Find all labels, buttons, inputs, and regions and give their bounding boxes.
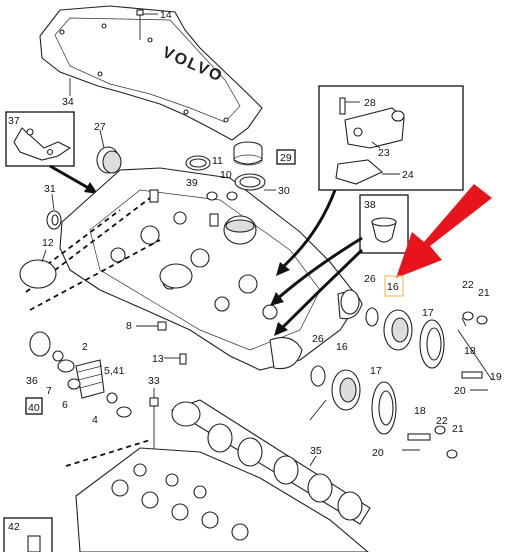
- ref-box-40: [25, 397, 43, 415]
- label-7: 7: [46, 385, 52, 397]
- label-20-lower: 20: [372, 447, 384, 459]
- label-22-lower: 22: [436, 415, 448, 427]
- vvt-lower-group: [309, 365, 458, 459]
- label-34: 34: [62, 96, 74, 108]
- label-31: 31: [44, 183, 56, 195]
- label-6: 6: [62, 399, 68, 411]
- pin-13: [164, 353, 187, 365]
- valve-cover: VOLVO: [39, 5, 263, 141]
- valve-train-parts: [29, 331, 132, 418]
- label-28: 28: [364, 97, 376, 109]
- label-13: 13: [152, 353, 164, 365]
- label-40: 40: [28, 402, 40, 414]
- seal-27: [96, 129, 122, 174]
- label-24: 24: [402, 169, 414, 181]
- label-10: 10: [220, 169, 232, 181]
- label-16-lower: 16: [336, 341, 348, 353]
- box-solenoid-assembly: [318, 85, 464, 191]
- bolt-8: [136, 321, 167, 331]
- label-17-lower: 17: [370, 365, 382, 377]
- label-17-upper: 17: [422, 307, 434, 319]
- cylinder-head: [59, 167, 363, 371]
- washer-31: [46, 193, 62, 230]
- label-19: 19: [490, 371, 502, 383]
- label-37: 37: [8, 115, 20, 127]
- label-5-41: 5,41: [104, 365, 125, 377]
- label-35: 35: [310, 445, 322, 457]
- label-20-upper: 20: [454, 385, 466, 397]
- label-12: 12: [42, 237, 54, 249]
- label-18-upper: 18: [464, 345, 476, 357]
- label-16-highlight: 16: [387, 281, 399, 293]
- label-22-upper: 22: [462, 279, 474, 291]
- label-38: 38: [364, 199, 376, 211]
- label-21-lower: 21: [452, 423, 464, 435]
- label-39: 39: [186, 177, 198, 189]
- bolt-14: [136, 9, 158, 40]
- label-30: 30: [278, 185, 290, 197]
- label-33: 33: [148, 375, 160, 387]
- label-14: 14: [160, 9, 172, 21]
- highlight-arrow: [396, 184, 492, 278]
- label-42: 42: [8, 521, 20, 533]
- label-36: 36: [26, 375, 38, 387]
- label-8: 8: [126, 320, 132, 332]
- bolt-33: [149, 388, 159, 450]
- label-18-lower: 18: [414, 405, 426, 417]
- label-2: 2: [82, 341, 88, 353]
- lower-cylinder-head: [75, 447, 369, 552]
- oil-filler-cap-29: [233, 141, 296, 166]
- camshaft-35: [170, 399, 371, 525]
- box-part-38: [359, 194, 409, 254]
- bracket-box-37: [5, 111, 75, 167]
- label-11: 11: [212, 155, 223, 167]
- label-23: 23: [378, 147, 390, 159]
- label-4: 4: [92, 414, 98, 426]
- label-29: 29: [280, 152, 292, 164]
- label-26-lower: 26: [312, 333, 324, 345]
- vvt-upper-group: [340, 289, 493, 391]
- label-26-upper: 26: [364, 273, 376, 285]
- ref-box-42: [3, 517, 53, 552]
- label-27: 27: [94, 121, 106, 133]
- label-21-upper: 21: [478, 287, 490, 299]
- seal-group-39-10-11: [185, 155, 266, 201]
- plug-12: [19, 249, 57, 289]
- callout-16-box: [384, 275, 404, 297]
